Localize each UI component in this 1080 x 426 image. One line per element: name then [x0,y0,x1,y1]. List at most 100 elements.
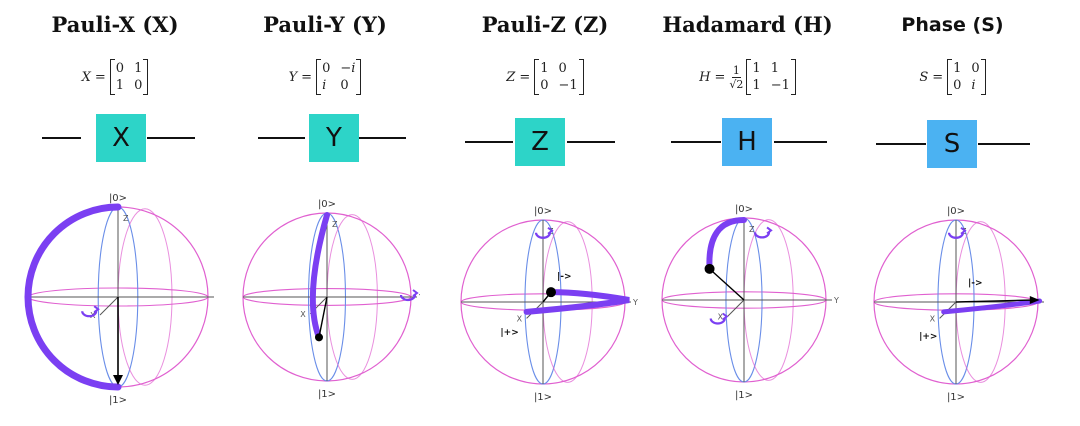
circuit-wire-right [147,137,195,139]
plus-state-label: |+> [919,332,937,342]
bloch-sphere: ZYX|0>|1> [24,193,214,406]
state-vector-arrowhead [113,375,123,385]
matrix-entry: i [322,78,327,93]
basis-bottom-label: |1> [735,390,753,401]
matrix-entry: 1 [770,61,779,76]
rotation-path [523,289,630,315]
formula-label: X [81,69,91,85]
state-point [315,333,323,342]
equals-sign: = [519,69,531,85]
gate-title: Phase (S) [901,14,1004,36]
matrix-entry: 0 [558,61,567,76]
formula-label: S [919,69,929,85]
gate-title: Pauli-Y (Y) [263,12,387,37]
basis-top-label: |0> [947,206,965,217]
gate-panel-y: Pauli-Y (Y)Y=0−ii0YZYX|0>|1> [230,0,420,426]
matrix-entry: 0 [134,78,143,93]
matrix-entry: −1 [770,78,790,93]
equals-sign: = [714,69,726,85]
x-axis [727,299,745,317]
rotation-indicator-top-arrow [766,226,773,235]
gate-box: Z [515,118,565,166]
circuit-wire-right [978,143,1030,145]
state-vector-arrowhead [1029,296,1040,304]
matrix-entry: 1 [540,61,549,76]
circuit-wire-right [774,141,827,143]
gate-panel-x: Pauli-X (X)X=0110XZYX|0>|1> [15,0,215,426]
z-axis-label: Z [123,214,129,223]
rotation-indicator [947,232,965,239]
bloch-sphere: ZYX|0>|1>|->|+> [873,206,1044,403]
matrix-entry: −1 [558,78,578,93]
minus-state-label: |-> [968,279,983,289]
rotation-path [24,203,122,391]
gate-box: H [722,118,772,166]
basis-top-label: |0> [109,193,127,204]
gate-box: S [927,120,977,168]
circuit-wire-right [567,141,615,143]
gate-title: Pauli-X (X) [51,12,179,37]
matrix-entry: 1 [752,78,761,93]
bloch-sphere: ZYX|0>|1>|->|+> [460,206,638,403]
matrix-entry: 0 [953,78,962,93]
formula-label: Z [506,69,516,85]
matrix-entry: 1 [752,61,761,76]
y-axis-label: Y [632,298,638,307]
rotation-indicator [399,294,417,302]
state-vector [542,291,552,303]
x-axis-label: X [718,312,724,321]
prefactor-denominator: √2 [729,77,744,91]
rotation-indicator [81,310,98,318]
prefactor-fraction: 1√2 [729,64,743,91]
rotation-indicator-x [709,318,726,325]
rotation-indicator-arrow [412,289,419,297]
bloch-sphere: ZYX|0>|1> [242,199,420,400]
matrix-entry: i [971,78,976,93]
gate-box: X [96,114,146,162]
state-vector [709,268,745,301]
matrix-entry: 0 [540,78,549,93]
circuit-wire-left [42,137,81,139]
prefactor-numerator: 1 [731,63,741,78]
gate-box: Y [309,114,359,162]
matrix-entry: −i [340,61,356,76]
basis-bottom-label: |1> [318,389,336,400]
circuit-wire-left [876,143,926,145]
equals-sign: = [932,69,944,85]
z-axis-label: Z [749,225,755,234]
basis-bottom-label: |1> [109,395,127,406]
basis-top-label: |0> [735,204,753,215]
matrix-entry: 1 [134,61,143,76]
gate-title: Hadamard (H) [662,12,833,37]
equals-sign: = [301,69,313,85]
matrix-entry: 1 [953,61,962,76]
formula-label: H [699,69,711,85]
x-axis [99,296,119,316]
matrix-entry: 1 [115,78,125,93]
matrix-entry: 0 [115,61,125,76]
basis-top-label: |0> [534,206,552,217]
y-axis-label: Y [418,293,420,302]
basis-top-label: |0> [318,199,336,210]
rotation-path [706,217,747,272]
circuit-wire-left [258,137,305,139]
basis-bottom-label: |1> [947,392,965,403]
circuit-wire-left [671,141,721,143]
basis-bottom-label: |1> [534,392,552,403]
circuit-wire-left [465,141,513,143]
rotation-indicator [534,232,552,239]
y-axis-label: Y [833,296,839,305]
plus-state-label: |+> [500,328,518,338]
bloch-sphere: Z Y X |0> |1> [661,204,839,401]
